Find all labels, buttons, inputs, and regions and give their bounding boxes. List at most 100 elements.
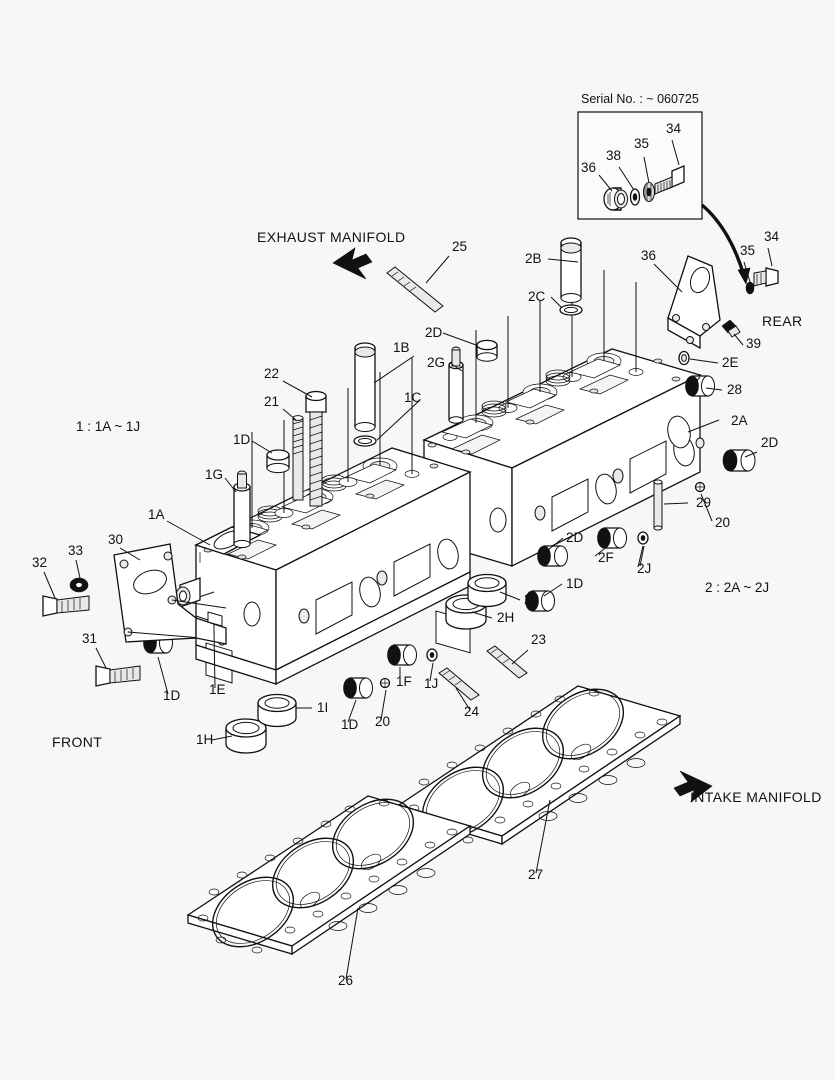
gasket-26-holes: [197, 799, 458, 954]
callout-2F: 2F: [598, 550, 614, 565]
part-20-plug-mid: [379, 677, 391, 689]
callout-1A: 1A: [148, 507, 165, 522]
part-2C-oring: [559, 304, 583, 316]
group-2-note: 2 : 2A ~ 2J: [705, 580, 769, 595]
inset-pointer-curve: [700, 203, 746, 277]
part-1G-valve-guide: [233, 470, 251, 549]
callout-2B: 2B: [525, 251, 542, 266]
serial-inset-box: [577, 111, 703, 220]
part-2D-plug-right: [722, 449, 756, 472]
part-1C-oring: [353, 435, 377, 447]
part-33-washer: [69, 577, 89, 593]
callout-35: 35: [740, 243, 755, 258]
part-25-stud: [386, 266, 444, 313]
callout-28: 28: [727, 382, 742, 397]
part-20-plug-right: [694, 481, 706, 493]
front-head-left-lug: [175, 577, 201, 608]
part-31-bolt: [95, 665, 141, 687]
part-2B-valve-guide: [560, 237, 582, 303]
callout-inset-38: 38: [606, 148, 621, 163]
callout-1D-c: 1D: [341, 717, 359, 732]
callout-39: 39: [746, 336, 761, 351]
callout-32: 32: [32, 555, 47, 570]
part-1D-plug-mid: [343, 677, 373, 699]
rear-head-top-detail: [427, 352, 681, 455]
part-22-bolt: [305, 390, 327, 507]
callout-2D-top: 2D: [425, 325, 443, 340]
head-gasket-27: [397, 685, 682, 846]
callout-1E: 1E: [209, 682, 226, 697]
callout-27: 27: [528, 867, 543, 882]
callout-20-right: 20: [715, 515, 730, 530]
callout-2C: 2C: [528, 289, 546, 304]
group-1-note: 1 : 1A ~ 1J: [76, 419, 140, 434]
gasket-26-bores: [211, 798, 415, 948]
inset-leader-34: [671, 139, 680, 166]
part-23-stud: [486, 645, 528, 679]
callout-21: 21: [264, 394, 279, 409]
part-2H-seat-ring: [445, 594, 487, 630]
part-1B-valve-guide: [354, 342, 376, 432]
callout-29: 29: [696, 495, 711, 510]
text-layer: Serial No. : ~ 060725 36 38 35 34 EXHAUS…: [32, 92, 822, 988]
intake-manifold-label: INTAKE MANIFOLD: [690, 789, 822, 805]
part-2F-plug: [597, 527, 627, 549]
callout-20-mid: 20: [375, 714, 390, 729]
part-2D-plug-mid: [537, 545, 568, 567]
part-28-plug: [685, 375, 715, 397]
front-head-side-ports: [298, 538, 459, 635]
callout-2D-mid: 2D: [566, 530, 584, 545]
callout-24: 24: [464, 704, 480, 719]
inset-leader-35: [643, 156, 650, 184]
callout-inset-35: 35: [634, 136, 649, 151]
part-39-bolt: [721, 319, 741, 338]
callout-2G: 2G: [427, 355, 445, 370]
callout-25: 25: [452, 239, 467, 254]
part-2D-cap-top: [476, 339, 498, 362]
serial-no-note: Serial No. : ~ 060725: [581, 92, 699, 106]
part-1D-plug-right: [525, 590, 555, 612]
callout-1J: 1J: [424, 676, 438, 691]
callout-1D-b: 1D: [163, 688, 181, 703]
part-1I-seat-ring-a: [257, 693, 297, 728]
callout-inset-34: 34: [666, 121, 682, 136]
serial-inset-group: [577, 111, 751, 285]
part-30-front-bracket: [113, 543, 227, 645]
rear-label: REAR: [762, 313, 803, 329]
inset-part-38: [629, 188, 641, 206]
inset-leader-38: [618, 166, 635, 191]
callout-2E: 2E: [722, 355, 739, 370]
inset-part-34: [654, 165, 685, 195]
callout-inset-36: 36: [581, 160, 596, 175]
callout-2H: 2H: [497, 610, 514, 625]
part-2I-seat-ring: [467, 573, 507, 608]
front-head-bottom-ledge: [195, 570, 471, 686]
head-gasket-26: [186, 795, 472, 956]
part-35-washer-rear: [745, 281, 755, 295]
callout-1I: 1I: [317, 700, 328, 715]
callout-2D-right: 2D: [761, 435, 779, 450]
callout-34: 34: [764, 229, 780, 244]
part-1F-plug: [387, 644, 417, 666]
callout-26: 26: [338, 973, 353, 988]
callout-2I: 2I: [524, 592, 535, 607]
exhaust-manifold-arrow: [332, 247, 373, 280]
callout-2J: 2J: [637, 561, 651, 576]
part-2A-port: [667, 415, 691, 449]
part-34-bolt-rear: [753, 267, 779, 287]
callout-1D-a: 1D: [233, 432, 251, 447]
callout-2A: 2A: [731, 413, 748, 428]
callout-1G: 1G: [205, 467, 223, 482]
leader-lines: [43, 247, 773, 980]
callout-23: 23: [531, 632, 546, 647]
inset-part-36: [603, 187, 628, 211]
callout-1B: 1B: [393, 340, 410, 355]
part-36-rear-bracket: [667, 255, 721, 350]
callout-22: 22: [264, 366, 279, 381]
callout-36: 36: [641, 248, 656, 263]
part-1D-cap-a: [266, 449, 290, 474]
callout-31: 31: [82, 631, 97, 646]
callout-1H: 1H: [196, 732, 213, 747]
